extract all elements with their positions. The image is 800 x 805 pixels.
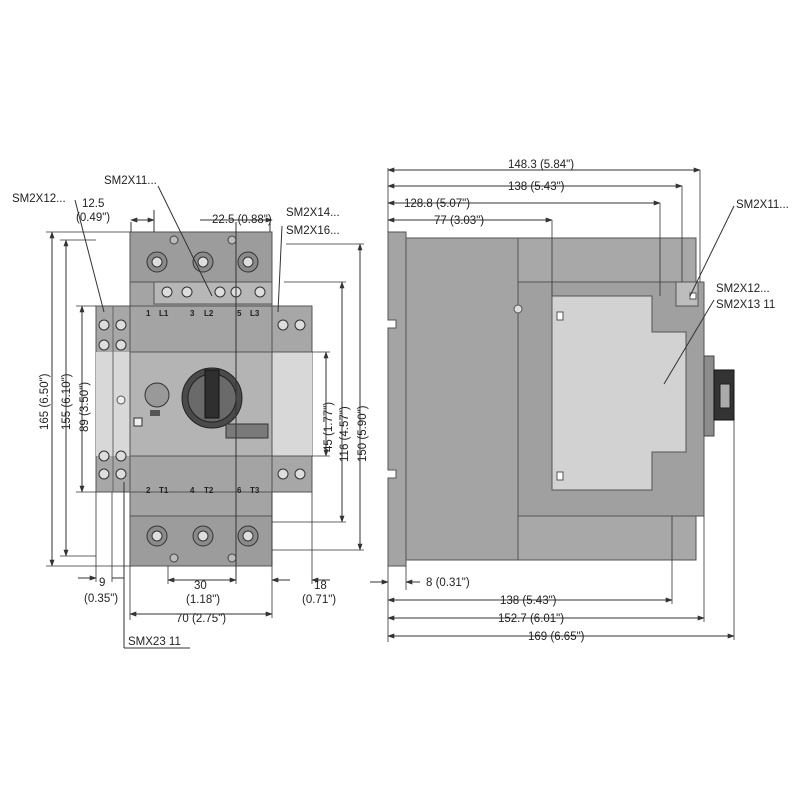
callout-sm2x16: SM2X16... xyxy=(286,225,340,237)
dim-138-bot: 138 (5.43") xyxy=(500,595,557,607)
side-top-aux-contact xyxy=(675,281,699,307)
front-view: 1 L1 3 L2 5 L3 2 T1 4 T2 6 T3 SM2X12... … xyxy=(12,175,369,649)
bottom-screw-icons xyxy=(146,525,259,563)
dim-12-5: 12.5 xyxy=(82,198,104,210)
callout-side-sm2x12: SM2X12... xyxy=(716,283,770,295)
dim-18-in: (0.71") xyxy=(302,594,336,606)
terminal-4: 4 xyxy=(190,486,195,495)
terminal-T2: T2 xyxy=(204,486,214,495)
dim-30: 30 xyxy=(194,580,207,592)
dim-18: 18 xyxy=(314,580,327,592)
dim-148-3: 148.3 (5.84") xyxy=(508,159,574,171)
dim-22-5: 22.5 (0.88") xyxy=(212,214,272,226)
callout-side-sm2x11: SM2X11... xyxy=(736,199,789,211)
aux-screw-icons xyxy=(161,286,266,298)
dim-12-5-in: (0.49") xyxy=(76,212,110,224)
terminal-3: 3 xyxy=(190,309,195,318)
terminal-1: 1 xyxy=(146,309,151,318)
dim-138-top: 138 (5.43") xyxy=(508,181,565,193)
top-screw-icons xyxy=(146,235,259,273)
top-aux-contact-block xyxy=(153,281,273,305)
dim-169: 169 (6.65") xyxy=(528,631,585,643)
terminal-T1: T1 xyxy=(159,486,169,495)
dim-9-in: (0.35") xyxy=(84,593,118,605)
dim-116: 116 (4.57") xyxy=(339,406,351,462)
dim-30-in: (1.18") xyxy=(186,594,220,606)
dim-45: 45 (1.77") xyxy=(323,402,335,452)
side-aux-panel xyxy=(551,295,687,491)
terminal-L2: L2 xyxy=(204,309,214,318)
din-rail-clip xyxy=(387,231,407,567)
side-main-body xyxy=(405,237,519,561)
dim-89: 89 (3.50") xyxy=(79,382,91,432)
callout-leader xyxy=(74,199,105,313)
dim-150: 150 (5.90") xyxy=(357,405,369,462)
right-panel-light xyxy=(272,352,312,456)
callout-sm2x11: SM2X11... xyxy=(104,175,157,187)
dim-165: 165 (6.50") xyxy=(39,373,51,430)
side-knob-icon xyxy=(703,355,735,437)
terminal-5: 5 xyxy=(237,309,242,318)
dim-8: 8 (0.31") xyxy=(426,577,470,589)
callout-sm2x14: SM2X14... xyxy=(286,207,340,219)
callout-smx23: SMX23 11 xyxy=(128,636,181,648)
callout-sm2x12: SM2X12... xyxy=(12,193,66,205)
terminal-T3: T3 xyxy=(250,486,260,495)
dim-128-8: 128.8 (5.07") xyxy=(404,198,470,210)
dim-9: 9 xyxy=(99,577,105,589)
dim-152-7: 152.7 (6.01") xyxy=(498,613,564,625)
side-module-screw-icons xyxy=(98,319,306,480)
dim-77: 77 (3.03") xyxy=(434,215,484,227)
terminal-L1: L1 xyxy=(159,309,169,318)
dim-155: 155 (6.10") xyxy=(61,373,73,430)
terminal-L3: L3 xyxy=(250,309,260,318)
terminal-6: 6 xyxy=(237,486,242,495)
side-view: 148.3 (5.84") 138 (5.43") 128.8 (5.07") … xyxy=(370,159,789,643)
callout-side-sm2x13: SM2X13 11 xyxy=(716,299,775,311)
terminal-2: 2 xyxy=(146,486,151,495)
dim-70: 70 (2.75") xyxy=(176,613,226,625)
